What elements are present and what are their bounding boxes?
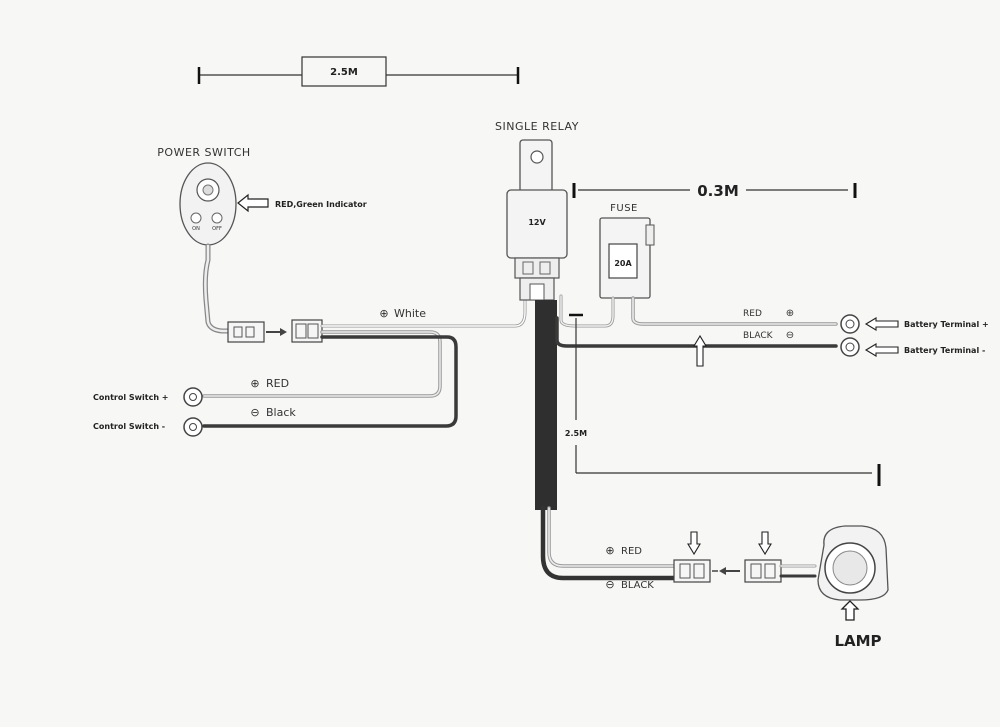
lamp: LAMP bbox=[817, 525, 889, 650]
relay-lamp-cable bbox=[535, 300, 691, 581]
battery-wires bbox=[555, 294, 899, 367]
lamp-red-polarity: ⊕ bbox=[605, 544, 614, 557]
relay-fuse-distance: 0.3M bbox=[697, 182, 739, 200]
dim-0-3m: 0.3M bbox=[572, 182, 857, 200]
left-wire-labels: ⊕ White ⊕ RED ⊖ Black bbox=[250, 307, 426, 419]
relay-title: SINGLE RELAY bbox=[495, 120, 579, 133]
battery-terminal-pos-label: Battery Terminal + bbox=[904, 320, 989, 329]
control-switch-neg-label: Control Switch - bbox=[93, 422, 165, 431]
switch-black-polarity: ⊖ bbox=[250, 406, 259, 419]
dim-2-5m-vertical: 2.5M bbox=[565, 313, 881, 486]
off-label: OFF bbox=[212, 226, 222, 232]
lamp-red-label: RED bbox=[621, 546, 642, 557]
relay-voltage: 12V bbox=[528, 218, 546, 227]
battery-labels: RED ⊕ BLACK ⊖ Battery Terminal + Battery… bbox=[743, 308, 989, 355]
fuse-rating: 20A bbox=[614, 259, 632, 268]
relay: SINGLE RELAY 12V bbox=[495, 120, 579, 301]
lamp-black-polarity: ⊖ bbox=[605, 578, 614, 591]
lamp-title: LAMP bbox=[834, 632, 881, 650]
white-wire-label: White bbox=[394, 307, 426, 320]
battery-black-label: BLACK bbox=[743, 331, 774, 341]
battery-red-label: RED bbox=[743, 309, 762, 319]
battery-black-polarity: ⊖ bbox=[786, 330, 794, 341]
control-terminals: Control Switch + Control Switch - bbox=[93, 387, 203, 437]
switch-red-label: RED bbox=[266, 377, 289, 390]
power-switch-title: POWER SWITCH bbox=[157, 146, 250, 159]
relay-lamp-distance: 2.5M bbox=[565, 429, 587, 438]
top-dimension-label: 2.5M bbox=[330, 67, 358, 78]
fuse: FUSE 20A bbox=[599, 203, 655, 299]
battery-red-polarity: ⊕ bbox=[786, 308, 794, 319]
fuse-title: FUSE bbox=[610, 203, 638, 214]
battery-terminal-neg-label: Battery Terminal - bbox=[904, 346, 985, 355]
top-dimension: 2.5M bbox=[197, 56, 520, 87]
lamp-wire-labels: ⊕ RED ⊖ BLACK bbox=[605, 544, 654, 591]
white-wire-polarity: ⊕ bbox=[379, 307, 388, 320]
lamp-connector bbox=[673, 531, 817, 583]
power-switch: POWER SWITCH ON OFF RED,Green Indicator bbox=[157, 146, 367, 334]
switch-black-label: Black bbox=[266, 406, 296, 419]
switch-red-polarity: ⊕ bbox=[250, 377, 259, 390]
lamp-black-label: BLACK bbox=[621, 580, 654, 591]
on-label: ON bbox=[192, 226, 200, 232]
harness-left bbox=[202, 298, 527, 428]
control-switch-pos-label: Control Switch + bbox=[93, 393, 169, 402]
switch-plug bbox=[227, 319, 323, 343]
indicator-note: RED,Green Indicator bbox=[275, 200, 367, 209]
